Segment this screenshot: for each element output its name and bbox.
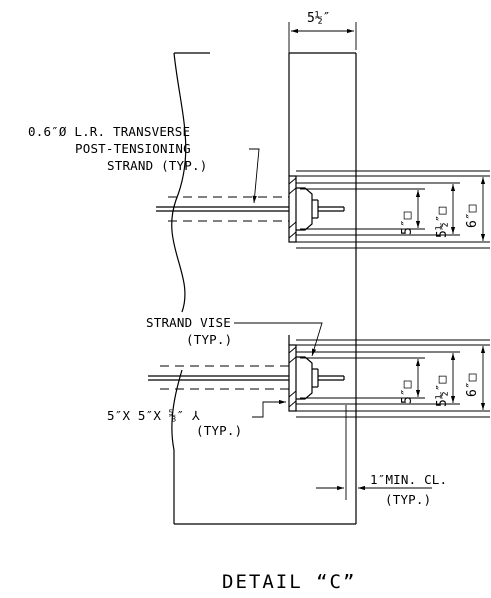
lower-strand-vise — [296, 356, 313, 400]
lower-dim-5: 5″□ — [400, 380, 415, 404]
lower-dim-5half: 5½″□ — [435, 376, 450, 407]
strand-note: 0.6″Ø L.R. TRANSVERSE POST-TENSIONING ST… — [28, 124, 260, 204]
strand-note-line2: POST-TENSIONING — [75, 141, 191, 156]
lower-strand-assembly: 5″□ 5½″□ 6″□ — [148, 335, 490, 418]
upper-strand-vise — [296, 187, 313, 231]
lower-break-line — [171, 369, 183, 524]
vise-note-line2: (TYP.) — [186, 332, 232, 347]
plate-note-line1: 5″X 5″X ⅝″ ⅄ — [107, 408, 200, 423]
plate-note: 5″X 5″X ⅝″ ⅄ (TYP.) — [107, 399, 286, 438]
plate-note-line2: (TYP.) — [196, 423, 242, 438]
clearance-note-line2: (TYP.) — [385, 492, 431, 507]
deck-slab — [171, 52, 357, 525]
upper-strand-assembly: 5″□ 5½″□ 6″□ — [156, 170, 490, 249]
detail-title: DETAIL “C” — [222, 571, 356, 593]
lower-dim-6: 6″□ — [465, 373, 480, 397]
upper-dim-5: 5″□ — [400, 211, 415, 235]
clearance-note-line1: 1″MIN. CL. — [370, 472, 447, 487]
vise-note-line1: STRAND VISE — [146, 315, 231, 330]
clearance-dimension: 1″MIN. CL. (TYP.) — [316, 405, 447, 507]
upper-break-line — [171, 52, 187, 313]
vise-note: STRAND VISE (TYP.) — [146, 315, 323, 357]
upper-bearing-plate — [288, 175, 297, 243]
upper-dim-5half: 5½″□ — [435, 207, 450, 238]
upper-dim-6: 6″□ — [465, 204, 480, 228]
top-dimension-label: 5½″ — [307, 11, 330, 26]
lower-bearing-plate — [288, 344, 297, 412]
strand-note-line1: 0.6″Ø L.R. TRANSVERSE — [28, 124, 190, 139]
strand-note-line3: STRAND (TYP.) — [107, 158, 207, 173]
top-width-dimension: 5½″ — [288, 11, 357, 170]
